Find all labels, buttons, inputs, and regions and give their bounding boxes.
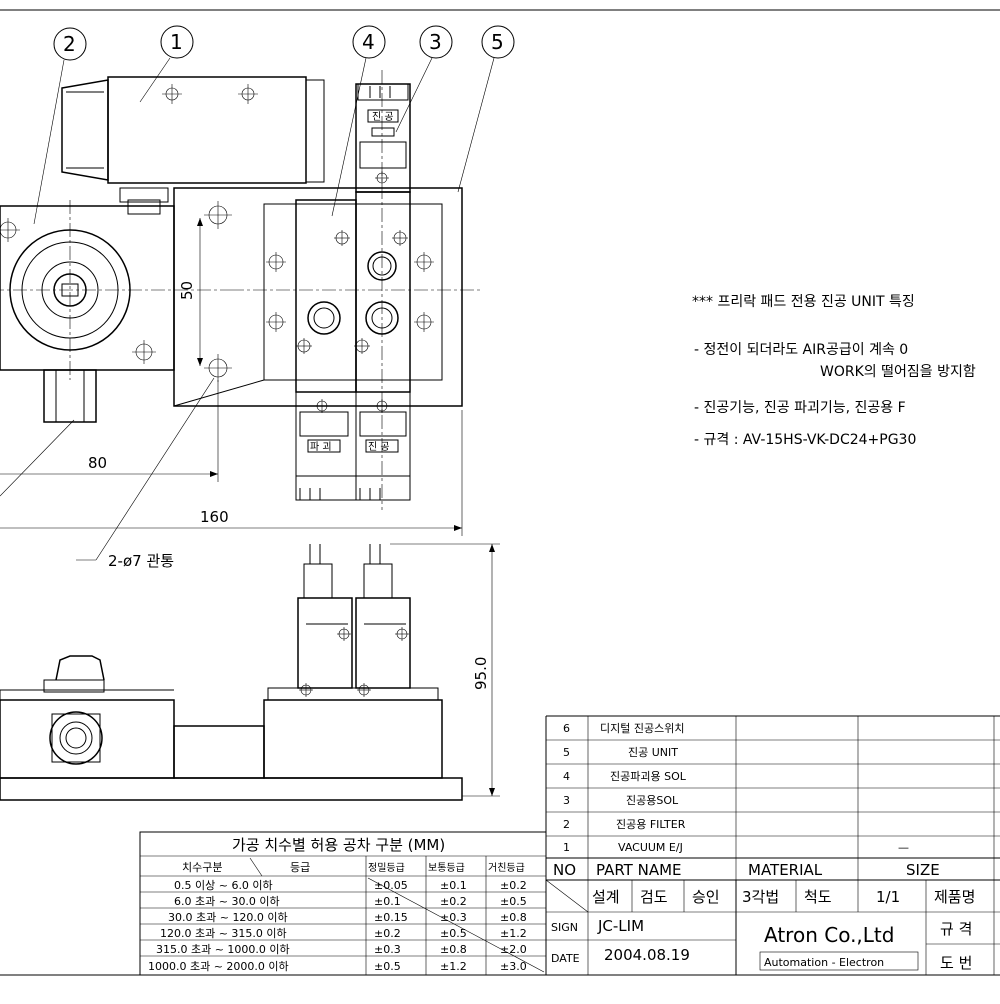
top-view <box>0 70 480 510</box>
part-name-6: 디지털 진공스위치 <box>600 722 684 735</box>
tol-row-fine: ±0.5 <box>374 960 401 973</box>
tol-header-coarse: 거친등급 <box>488 862 525 874</box>
tb-design: 설계 <box>592 888 620 906</box>
tol-row-range: 6.0 초과 ~ 30.0 이하 <box>174 894 280 908</box>
tb-sign-label: SIGN <box>551 921 578 934</box>
tb-date-label: DATE <box>551 952 580 965</box>
notes-line1: - 정전이 되더라도 AIR공급이 계속 0 <box>694 342 908 358</box>
tb-scale: 1/1 <box>876 888 900 906</box>
balloon-4-label: 4 <box>362 30 375 54</box>
tol-row-medium: ±0.5 <box>440 927 467 940</box>
tolerance-table <box>139 831 547 976</box>
balloon-3 <box>419 25 453 59</box>
tol-row-range: 0.5 이상 ~ 6.0 이하 <box>174 878 273 892</box>
part-size-dash: — <box>898 841 909 854</box>
notes-line2: - 진공기능, 진공 파괴기능, 진공용 F <box>694 400 906 416</box>
part-no-2: 2 <box>563 818 570 831</box>
tol-row-fine: ±0.1 <box>374 895 401 908</box>
tol-row-fine: ±0.15 <box>374 911 408 924</box>
tol-row-medium: ±0.1 <box>440 879 467 892</box>
tol-header-fine: 정밀등급 <box>368 862 405 874</box>
tol-row-range: 315.0 초과 ~ 1000.0 이하 <box>156 942 290 956</box>
tol-row-fine: ±0.3 <box>374 943 401 956</box>
part-no-6: 6 <box>563 722 570 735</box>
hole-callout: 2-ø7 관통 <box>108 552 174 570</box>
tol-row-medium: ±0.3 <box>440 911 467 924</box>
tol-row-coarse: ±0.2 <box>500 879 527 892</box>
header-size: SIZE <box>906 861 940 879</box>
tol-row-range: 1000.0 초과 ~ 2000.0 이하 <box>148 959 289 973</box>
tb-drawing-no: 도 번 <box>940 954 972 972</box>
parts-list <box>545 715 1000 975</box>
tb-subtitle: Automation - Electron <box>764 956 884 969</box>
notes-line3: - 규격 : AV-15HS-VK-DC24+PG30 <box>694 432 916 448</box>
tol-header-medium: 보통등급 <box>428 862 465 874</box>
dim-50: 50 <box>178 281 196 300</box>
tol-row-range: 30.0 초과 ~ 120.0 이하 <box>168 910 288 924</box>
tb-date: 2004.08.19 <box>604 946 690 964</box>
balloon-1 <box>160 25 194 59</box>
balloon-1-label: 1 <box>170 30 183 54</box>
part-no-3: 3 <box>563 794 570 807</box>
valve-label-vacuum: 진 공 <box>368 441 390 453</box>
balloon-2-label: 2 <box>63 32 76 56</box>
valve-label-top: 진 공 <box>372 111 394 123</box>
balloon-2 <box>53 27 87 61</box>
tb-scale-label: 척도 <box>804 888 832 906</box>
part-name-5: 진공 UNIT <box>628 746 678 759</box>
header-part-name: PART NAME <box>596 861 682 879</box>
header-material: MATERIAL <box>748 861 823 879</box>
part-name-4: 진공파괴용 SOL <box>610 770 687 783</box>
tol-row-coarse: ±2.0 <box>500 943 527 956</box>
tol-row-coarse: ±1.2 <box>500 927 527 940</box>
part-name-1: VACUUM E/J <box>618 841 683 854</box>
tol-col-left: 치수구분 <box>182 861 222 874</box>
tol-col-grade: 등급 <box>290 861 310 874</box>
balloons <box>33 25 515 225</box>
balloon-3-label: 3 <box>429 30 442 54</box>
balloon-5-label: 5 <box>491 30 504 54</box>
tb-company: Atron Co.,Ltd <box>764 923 894 947</box>
tb-product: 제품명 <box>934 888 975 906</box>
parts-rows: 6 디지털 진공스위치 5 진공 UNIT 4 진공파괴용 SOL 3 진공용S… <box>563 722 909 854</box>
dimension-lines <box>0 218 500 797</box>
valve-label-destroy: 파 괴 <box>310 441 332 453</box>
tb-projection: 3각법 <box>742 888 779 906</box>
tolerance-rows: 0.5 이상 ~ 6.0 이하 ±0.05 ±0.1 ±0.2 6.0 초과 ~… <box>148 878 527 973</box>
dim-80: 80 <box>88 454 107 472</box>
part-no-1: 1 <box>563 841 570 854</box>
dim-160: 160 <box>200 508 229 526</box>
tb-sign: JC-LIM <box>597 917 644 935</box>
balloon-4 <box>352 25 386 59</box>
tol-row-coarse: ±0.5 <box>500 895 527 908</box>
tol-row-medium: ±0.2 <box>440 895 467 908</box>
tol-title: 가공 치수별 허용 공차 구분 (MM) <box>232 836 445 854</box>
dim-95: 95.0 <box>472 657 490 690</box>
balloon-5 <box>481 25 515 59</box>
tb-check: 검도 <box>640 888 668 906</box>
tb-approve: 승인 <box>692 888 720 906</box>
front-view <box>0 544 463 801</box>
title-block <box>545 879 1000 975</box>
notes-line1b: WORK의 떨어짐을 방지함 <box>820 364 976 380</box>
tb-spec: 규 격 <box>940 920 972 938</box>
part-no-5: 5 <box>563 746 570 759</box>
tol-row-range: 120.0 초과 ~ 315.0 이하 <box>160 926 287 940</box>
tol-row-medium: ±1.2 <box>440 960 467 973</box>
part-name-2: 진공용 FILTER <box>616 818 686 831</box>
tol-row-fine: ±0.2 <box>374 927 401 940</box>
tol-row-fine: ±0.05 <box>374 879 408 892</box>
notes-heading: *** 프리락 패드 전용 진공 UNIT 특징 <box>692 294 915 310</box>
tol-row-coarse: ±3.0 <box>500 960 527 973</box>
header-no: NO <box>553 861 576 879</box>
part-name-3: 진공용SOL <box>626 794 679 807</box>
tol-row-medium: ±0.8 <box>440 943 467 956</box>
tol-row-coarse: ±0.8 <box>500 911 527 924</box>
part-no-4: 4 <box>563 770 570 783</box>
